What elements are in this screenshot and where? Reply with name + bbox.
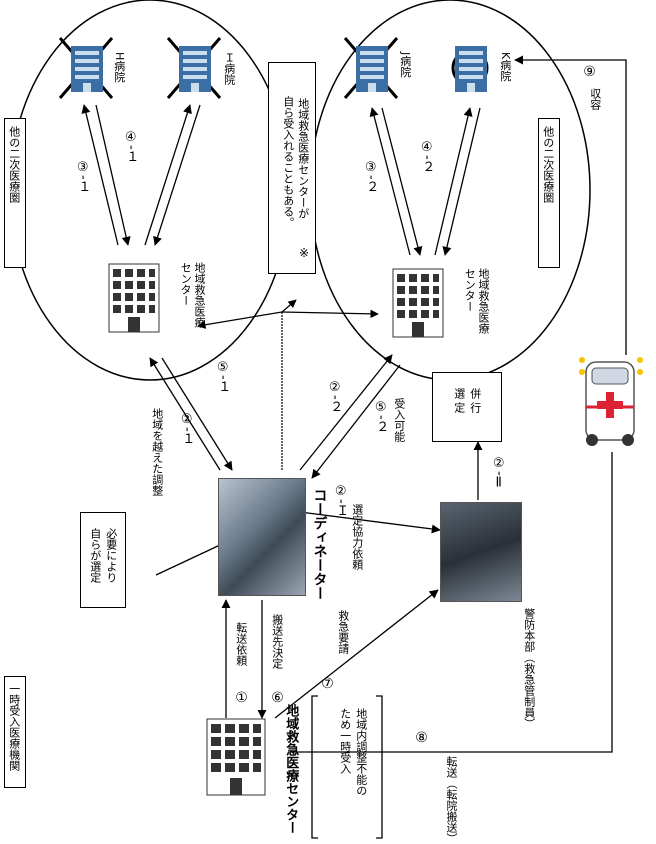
origin-note-line2: ため一時受入 [338,708,352,774]
origin-box-label: 一時受入医療機関 [7,683,21,771]
arrow-5-1 [161,357,233,471]
step-3-1-label: ③-１ [75,160,91,193]
branch-up [281,299,297,313]
hospital-h-label: H病院 [112,52,126,83]
hospital-i-label: Ｉ病院 [222,52,236,85]
step-2-II-label: ②-Ⅱ [491,456,507,491]
fire-hq-label: 警防本部（救急管制員） [522,608,536,729]
note-line1: 地域救急医療センターが [296,98,310,219]
step-1-text: 転送依頼 [234,622,248,666]
arrow-4-2 [434,107,473,256]
coordinator-label: コーディネーター [311,488,328,600]
note-line2: 自ら受入れることもある。 [281,96,295,228]
step-6-num: ⑥ [269,690,286,706]
regional-center-left-label: 地域救急医療センター [179,262,206,328]
arrow-4-1-to-i [144,104,192,246]
note-box [268,62,316,274]
fire-hq-photo [440,502,522,602]
step-2-1-text: 地域を越えた調整 [150,408,164,496]
arrow-9 [514,55,627,355]
arrow-8 [290,452,613,753]
self-select-line2: 自らが選定 [88,528,102,583]
origin-box [4,676,26,788]
origin-note-bracket [311,695,383,839]
step-8-num: ⑧ [413,730,430,746]
origin-center-label: 地域救急医療センター [283,704,299,834]
ambulance-icon [579,357,643,446]
regional-center-left-icon [108,263,160,333]
step-6-text: 搬送先決定 [270,614,284,669]
step-5-2-label: ⑤-２ [373,400,389,433]
hospital-j-label: J病院 [398,52,412,78]
arrow-2-I [299,511,441,534]
step-2-2-label: ②-２ [327,380,343,413]
parallel-line4: 定 [452,402,466,413]
arrow-3-2-return [381,107,423,256]
step-5-1-label: ⑤-１ [215,360,231,393]
step-1-num: ① [233,690,250,706]
step-3-2-label: ③-２ [363,160,379,193]
origin-center-icon [206,718,266,796]
step-7-num: ⑦ [319,676,336,692]
regional-center-right-icon [392,268,444,338]
origin-note-line1: 地域内調整不能の [354,708,368,796]
line-coordinator-self-select [155,544,221,576]
arrow-3-2 [369,107,411,256]
hospital-i-icon [179,46,211,92]
parallel-line3: 選 [452,388,466,399]
arrow-2-1 [149,357,221,471]
step-4-1-label: ④-１ [123,130,139,163]
branch-right [281,309,379,319]
self-select-box [80,512,126,608]
region-left-label-box [4,118,26,268]
step-2-I-label: ②-Ｉ [333,484,349,517]
region-right-label: 他の二次医療圏 [541,126,555,203]
coordinator-photo [218,478,306,596]
hospital-k-icon [455,46,487,92]
self-select-line1: 必要により [104,528,118,583]
arrow-5-2 [311,364,401,479]
step-4-2-label: ④-２ [419,140,435,173]
step-7-text: 救急要請 [336,610,350,654]
step-8-text: 転送（転院搬送） [445,756,458,844]
parallel-line1: 併 [468,388,482,399]
region-right-label-box [538,118,560,268]
hospital-k-label: K病院 [498,52,512,82]
hospital-j-icon [356,46,388,92]
step-9-text: 収容 [588,88,602,110]
arrow-7 [274,589,439,719]
step-5-2-text: 受入可能 [392,398,406,442]
arrow-2-2 [299,354,393,471]
hospital-h-icon [71,46,103,92]
regional-center-right-label: 地域救急医療センター [463,268,490,334]
region-left-label: 他の二次医療圏 [7,126,21,203]
arrow-3-1 [81,104,119,246]
parallel-line2: 行 [468,402,482,413]
arrow-4-2-return [442,107,481,256]
arrow-4-1-return-i [153,104,201,246]
step-2-1-label: ②-１ [179,412,195,445]
step-2-I-text: 選定協力依頼 [350,504,364,570]
parallel-box [432,372,502,442]
arrow-4-1-return-h [95,104,131,246]
note-mark: ※ [297,246,311,260]
step-9-num: ⑨ [581,64,598,80]
branch-left [197,311,283,329]
